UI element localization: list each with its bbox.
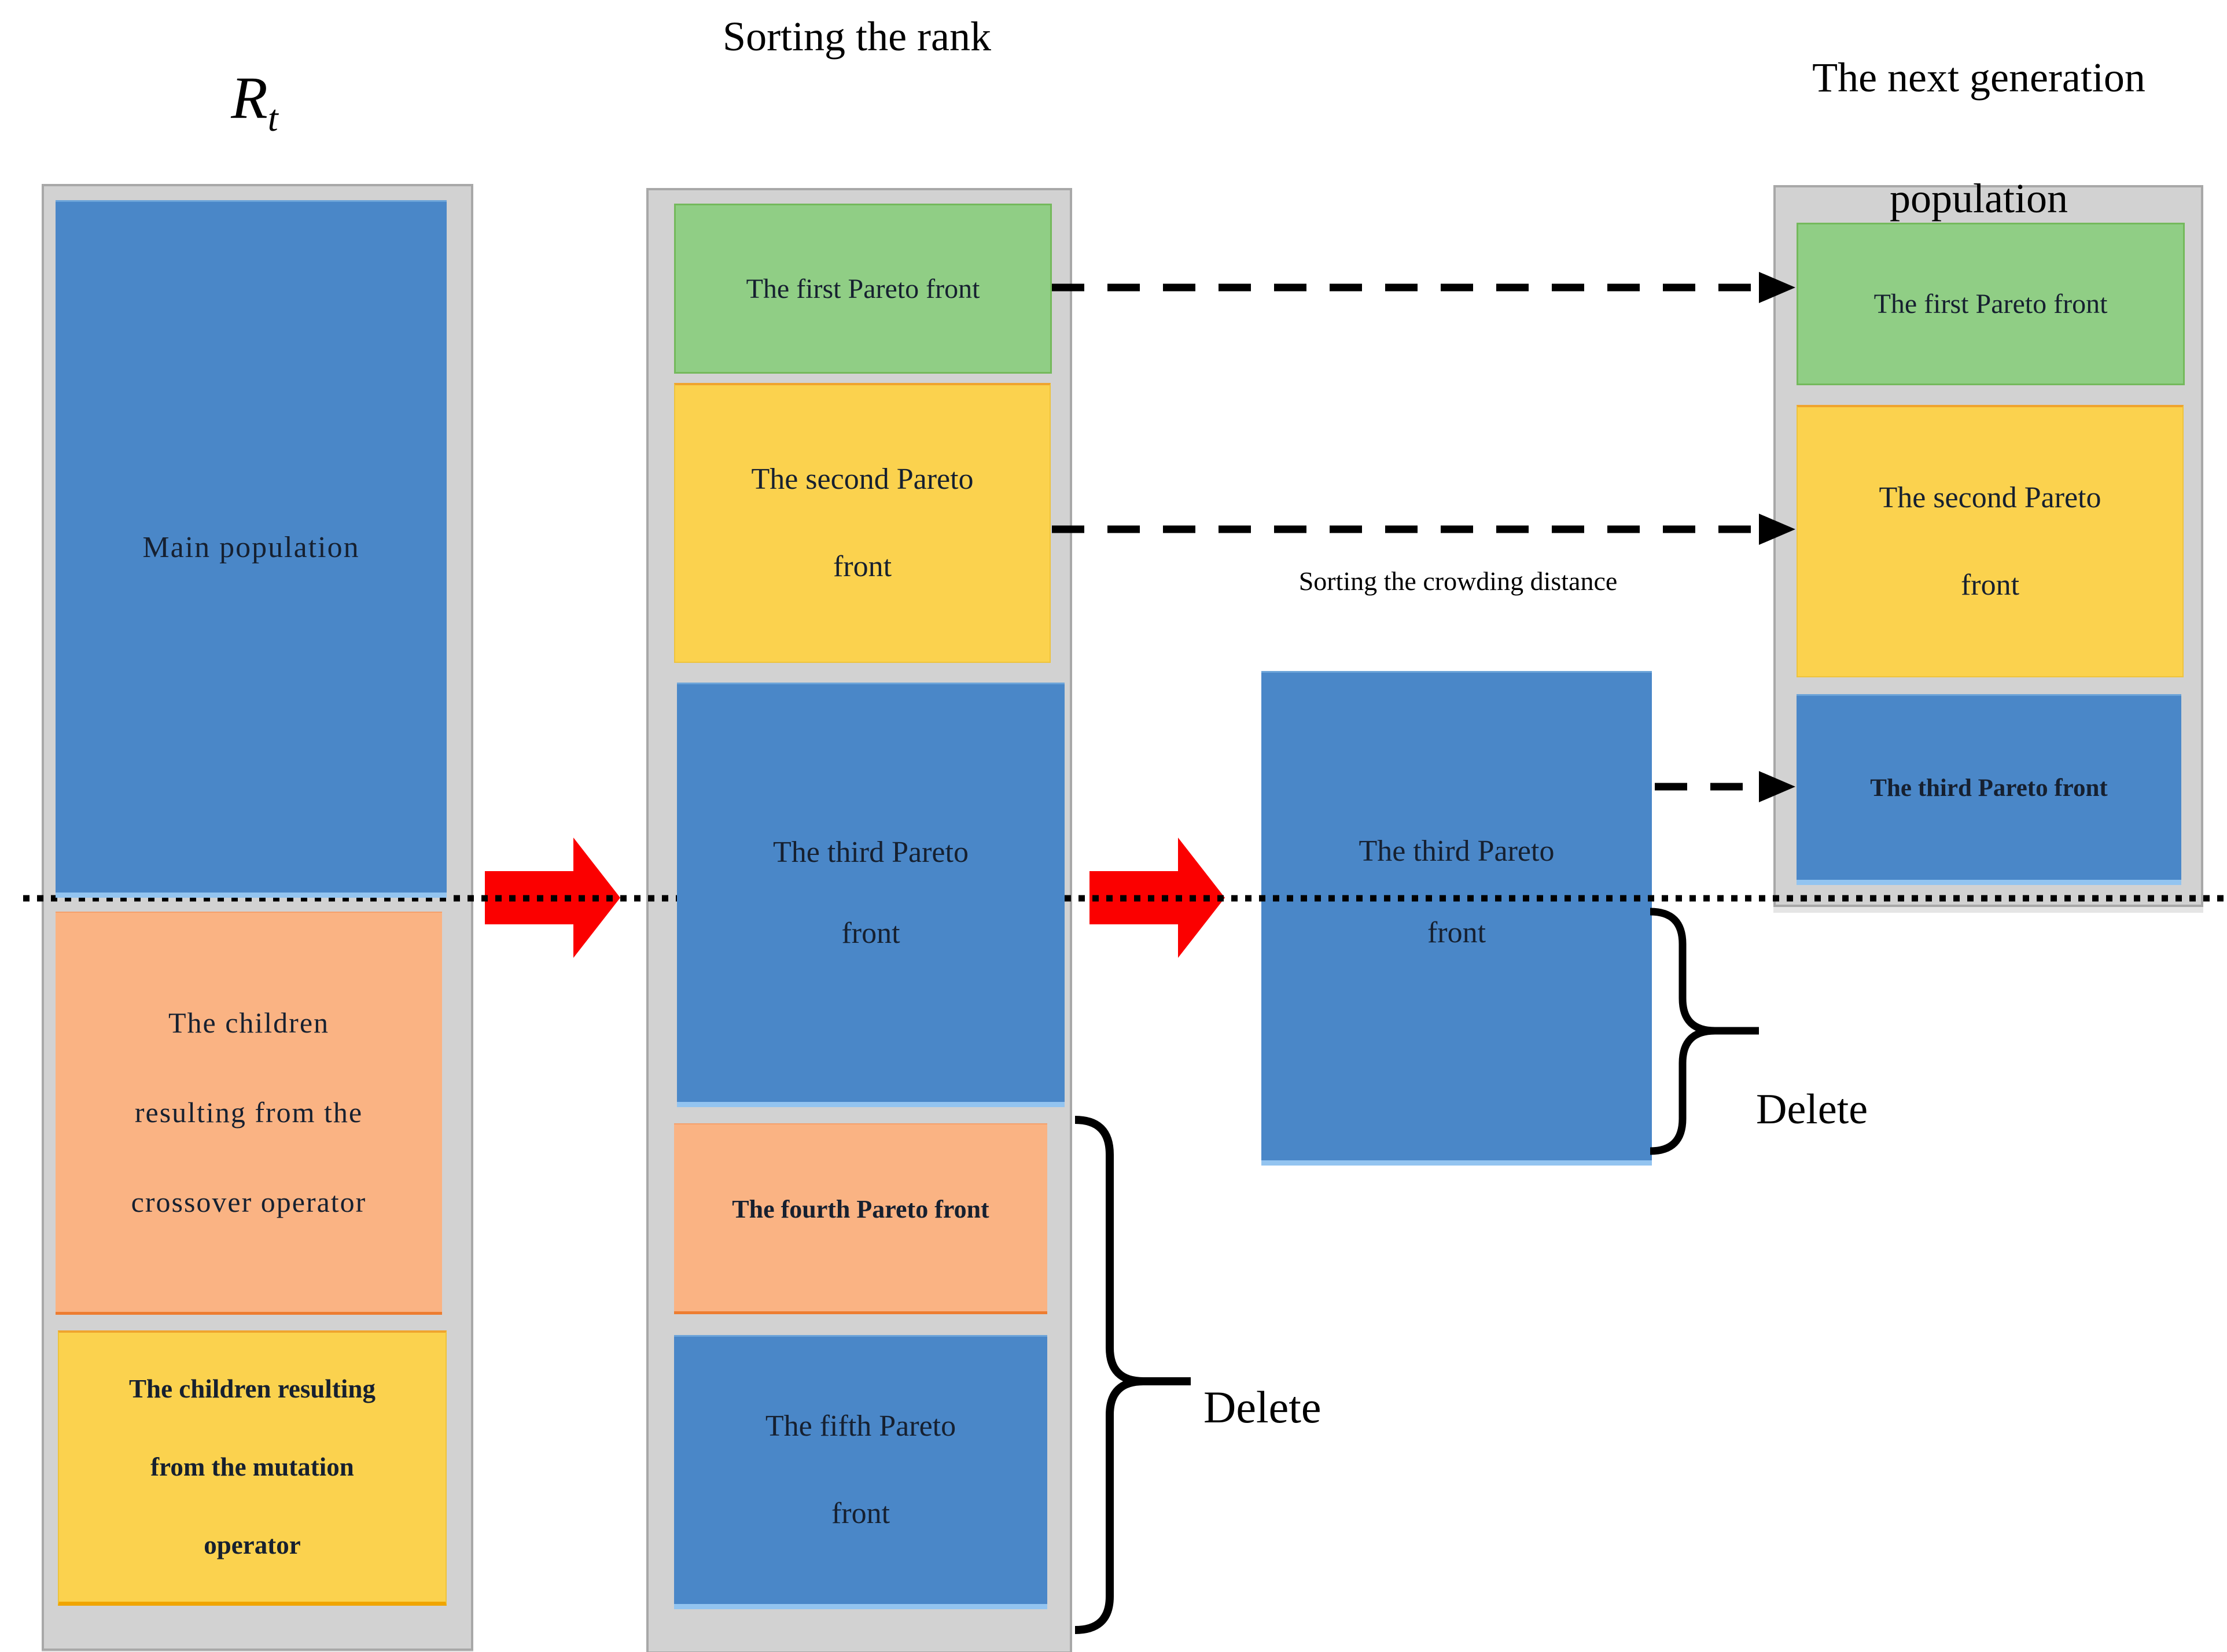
rank-third-front-label: The third Pareto front (773, 835, 969, 950)
rank-fourth-front-label: The fourth Pareto front (732, 1195, 989, 1223)
nextgen-third-front-label: The third Pareto front (1870, 774, 2108, 802)
delete-brace-crowding (1650, 908, 1716, 1155)
delete-label-rank: Delete (1203, 1382, 1322, 1432)
sorting-crowding-title: Sorting the crowding distance (1298, 566, 1618, 596)
mutation-children-label: The children resulting from the mutation… (129, 1374, 376, 1559)
main-population-box: Main population (56, 200, 447, 898)
crowding-third-front-label: The third Pareto front (1359, 835, 1555, 949)
crossover-children-box: The children resulting from the crossove… (56, 912, 442, 1315)
nextgen-second-front-box: The second Pareto front (1797, 405, 2184, 677)
mutation-children-box: The children resulting from the mutation… (58, 1330, 447, 1606)
red-arrow-icon-right (1089, 838, 1225, 958)
rank-second-front-box: The second Pareto front (674, 383, 1051, 663)
nextgen-third-front-box: The third Pareto front (1797, 694, 2181, 885)
main-population-label: Main population (142, 530, 360, 564)
rank-second-front-label: The second Pareto front (751, 463, 974, 583)
rank-fourth-front-box: The fourth Pareto front (674, 1123, 1047, 1314)
rank-fifth-front-label: The fifth Pareto front (765, 1410, 956, 1530)
rt-subscript: t (267, 97, 278, 139)
rank-first-front-box: The first Pareto front (674, 204, 1052, 374)
rank-third-front-box: The third Pareto front (677, 683, 1065, 1107)
sorting-rank-title: Sorting the rank (723, 13, 991, 60)
rt-symbol: R (231, 65, 268, 131)
rt-population-title: Rt (174, 64, 336, 140)
delete-label-crowding: Delete (1756, 1086, 1868, 1133)
nextgen-first-front-box: The first Pareto front (1797, 223, 2185, 385)
rank-first-front-label: The first Pareto front (746, 273, 980, 304)
rank-fifth-front-box: The fifth Pareto front (674, 1335, 1047, 1609)
crossover-children-label: The children resulting from the crossove… (131, 1006, 367, 1218)
nextgen-first-front-label: The first Pareto front (1873, 289, 2108, 319)
delete-brace-rank (1074, 1116, 1144, 1634)
crowding-third-front-box: The third Pareto front (1261, 671, 1652, 1166)
next-generation-title: The next generation population (1812, 54, 2145, 222)
red-arrow-icon-left (485, 838, 620, 958)
nextgen-second-front-label: The second Pareto front (1879, 481, 2101, 602)
